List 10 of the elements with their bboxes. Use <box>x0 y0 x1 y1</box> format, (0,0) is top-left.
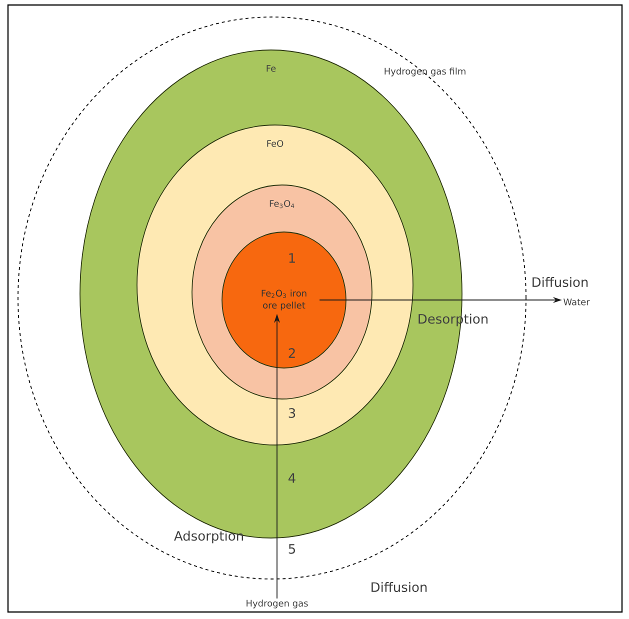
step-label: Diffusion <box>532 276 588 288</box>
step-label: 1 <box>289 253 295 263</box>
step-label: 3 <box>288 408 296 418</box>
step-label: 5 <box>288 544 295 554</box>
gas-label: Water <box>564 298 590 306</box>
gas-label: Hydrogen gas <box>246 600 308 608</box>
step-label: Diffusion <box>372 582 427 592</box>
step-label: 4 <box>288 473 296 483</box>
step-label: 2 <box>288 348 295 358</box>
step-label: Adsorption <box>174 530 243 544</box>
